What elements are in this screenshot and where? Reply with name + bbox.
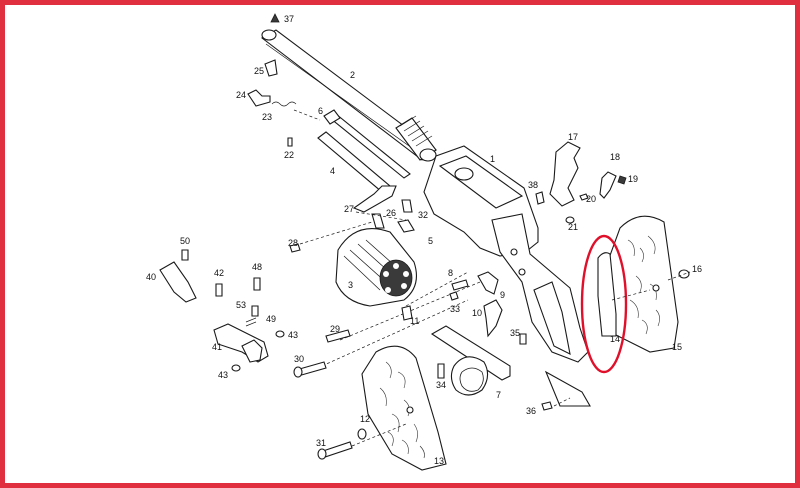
grip-spring-part-14: [597, 252, 617, 337]
label-3: 3: [348, 280, 353, 290]
label-10: 10: [472, 308, 482, 318]
spring-part-23: [271, 101, 297, 107]
latch-part-24: [247, 89, 271, 107]
label-1: 1: [490, 154, 495, 164]
part-50: [181, 249, 189, 261]
label-38: 38: [528, 180, 538, 190]
label-41: 41: [212, 342, 222, 352]
label-2: 2: [350, 70, 355, 80]
label-24: 24: [236, 90, 246, 100]
label-25: 25: [254, 66, 264, 76]
label-8: 8: [448, 268, 453, 278]
spring-part-19: [617, 175, 627, 185]
part-32: [401, 199, 413, 213]
screw-part-21: [565, 216, 575, 224]
part-26: [371, 213, 385, 229]
loading-lever-part-4: [317, 131, 397, 213]
label-43b: 43: [288, 330, 298, 340]
frame-part-1: [423, 145, 591, 407]
label-29: 29: [330, 324, 340, 334]
screw-part-43a: [231, 364, 241, 372]
wedge-part-25: [264, 59, 278, 77]
label-23: 23: [262, 112, 272, 122]
screw-part-29: [325, 329, 351, 343]
part-labels: 37 2 25 24 6 23 22 4 1 17 18 19 20 21 38…: [146, 14, 702, 466]
label-5: 5: [428, 236, 433, 246]
cylinder-part-3: [335, 228, 417, 307]
label-14: 14: [610, 334, 620, 344]
part-40: [159, 261, 197, 303]
label-37: 37: [284, 14, 294, 24]
label-50: 50: [180, 236, 190, 246]
label-32: 32: [418, 210, 428, 220]
label-40: 40: [146, 272, 156, 282]
label-31: 31: [316, 438, 326, 448]
label-9: 9: [500, 290, 505, 300]
screw-part-35: [519, 333, 527, 345]
label-28: 28: [288, 238, 298, 248]
label-17: 17: [568, 132, 578, 142]
label-33: 33: [450, 304, 460, 314]
part-53: [251, 305, 259, 317]
label-4: 4: [330, 166, 335, 176]
part-9: [477, 271, 499, 295]
plunger-part-6: [323, 109, 411, 179]
pin-part-22: [287, 137, 293, 147]
label-48: 48: [252, 262, 262, 272]
label-53: 53: [236, 300, 246, 310]
part-8: [451, 279, 469, 291]
hammer-part-17: [549, 141, 581, 207]
label-36: 36: [526, 406, 536, 416]
label-7: 7: [496, 390, 501, 400]
part-33: [449, 291, 459, 301]
label-19: 19: [628, 174, 638, 184]
barrel-part-2: [261, 29, 437, 162]
screw-part-36: [541, 401, 553, 411]
label-21: 21: [568, 222, 578, 232]
label-20: 20: [586, 194, 596, 204]
screw-part-38: [535, 191, 545, 205]
label-35: 35: [510, 328, 520, 338]
label-34: 34: [436, 380, 446, 390]
label-27: 27: [344, 204, 354, 214]
label-11: 11: [410, 316, 419, 326]
label-26: 26: [386, 208, 396, 218]
label-12: 12: [360, 414, 370, 424]
grip-part-13: [361, 345, 447, 471]
screw-part-28: [289, 243, 301, 253]
front-sight-part-37: [270, 13, 280, 23]
part-11: [401, 305, 413, 321]
screw-part-34: [437, 363, 445, 379]
hand-part-18: [599, 171, 617, 199]
label-30: 30: [294, 354, 304, 364]
trigger-guard-part-7: [430, 325, 511, 396]
escutcheon-part-12: [357, 428, 367, 440]
label-6: 6: [318, 106, 323, 116]
screw-part-48: [253, 277, 261, 291]
label-43a: 43: [218, 370, 228, 380]
spring-part-49: [245, 317, 257, 327]
highlight-ellipse: [580, 234, 628, 374]
screw-part-43b: [275, 330, 285, 338]
label-13: 13: [434, 456, 444, 466]
label-22: 22: [284, 150, 294, 160]
label-42: 42: [214, 268, 224, 278]
screw-part-42: [215, 283, 223, 297]
label-16: 16: [692, 264, 702, 274]
pin-part-20: [579, 193, 589, 201]
label-18: 18: [610, 152, 620, 162]
part-5: [397, 219, 415, 233]
trigger-part-10: [483, 299, 503, 338]
label-15: 15: [672, 342, 682, 352]
label-49: 49: [266, 314, 276, 324]
